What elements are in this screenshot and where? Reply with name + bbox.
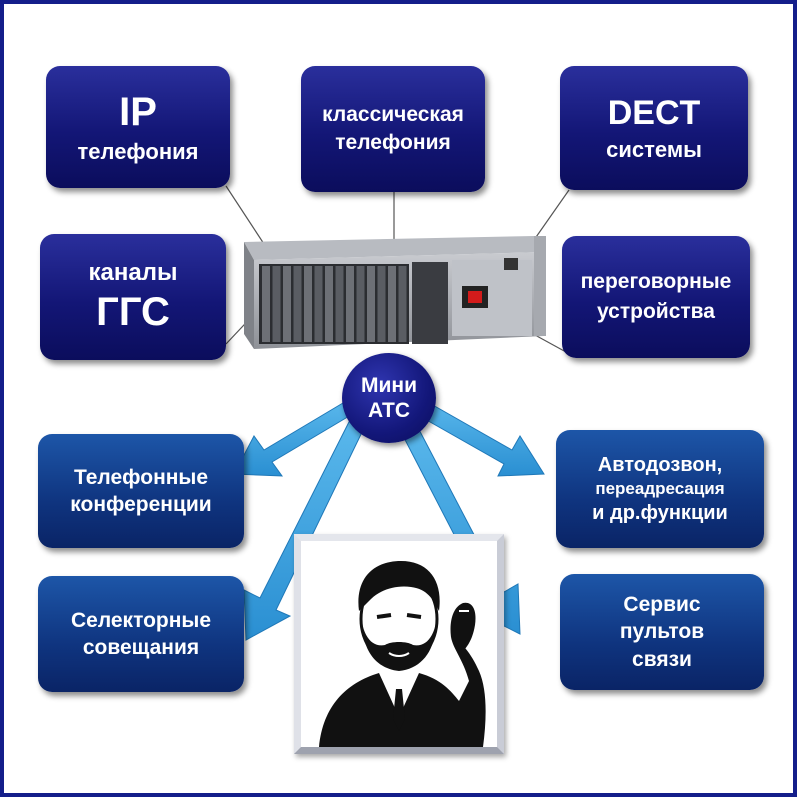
connectors-layer [225, 185, 570, 641]
person-picture-frame [294, 534, 504, 754]
box-ggs-line1: каналы [88, 259, 178, 287]
box-dect-title: DECT [607, 93, 701, 132]
line-card [262, 266, 270, 342]
box-console-line1: Сервис [623, 593, 701, 617]
businessman-icon [319, 561, 486, 747]
mini-pbx-hub: Мини АТС [342, 353, 436, 443]
box-conf-line2: конференции [70, 493, 212, 516]
arrow-to-selector [243, 419, 365, 641]
line-card [388, 266, 396, 342]
box-phone-conferences: Телефонные конференции [38, 434, 244, 548]
box-ip-telephony: IP телефония [46, 66, 230, 188]
box-selector-line2: совещания [82, 636, 200, 659]
line-card [367, 266, 375, 342]
box-console-service: Сервис пультов связи [560, 574, 764, 690]
box-intercom-line1: переговорные [580, 269, 732, 293]
pbx-device-image [244, 236, 546, 349]
box-autodial-functions: Автодозвон, переадресация и др.функции [556, 430, 764, 548]
line-card [325, 266, 333, 342]
line-card [283, 266, 291, 342]
box-intercom-line2: устройства [597, 300, 715, 323]
box-autodial-line3: и др.функции [592, 502, 728, 525]
line-card [356, 266, 365, 342]
box-conf-line1: Телефонные [73, 465, 209, 489]
box-console-line3: связи [632, 647, 692, 671]
box-ip-title: IP [119, 90, 157, 135]
box-ip-subtitle: телефония [77, 139, 199, 165]
box-dect-subtitle: системы [606, 136, 702, 162]
connector-dect [533, 189, 570, 241]
box-autodial-line1: Автодозвон, [597, 453, 723, 476]
box-ggs-channels: каналы ГГС [40, 234, 226, 360]
box-ggs-line2: ГГС [96, 289, 170, 334]
box-autodial-line2: переадресация [595, 478, 725, 498]
box-intercom-devices: переговорные устройства [562, 236, 750, 358]
box-classic-telephony: классическая телефония [301, 66, 485, 192]
box-selector-meetings: Селекторные совещания [38, 576, 244, 692]
line-card [293, 266, 302, 342]
line-card [377, 266, 386, 342]
box-classic-line1: классическая [322, 102, 464, 126]
hub-line1: Мини [361, 373, 417, 397]
line-card [398, 266, 407, 342]
box-dect-systems: DECT системы [560, 66, 748, 190]
line-card [314, 266, 323, 342]
line-card [272, 266, 281, 342]
line-card [335, 266, 344, 342]
hub-line2: АТС [367, 399, 411, 422]
line-card [304, 266, 312, 342]
box-classic-line2: телефония [335, 131, 451, 154]
box-selector-line1: Селекторные [70, 608, 212, 632]
line-card [346, 266, 354, 342]
arrow-to-conference [233, 399, 357, 477]
box-console-line2: пультов [619, 620, 705, 644]
arrow-to-autodial [415, 399, 545, 477]
connector-ip [225, 185, 265, 245]
line-cards [262, 266, 407, 342]
